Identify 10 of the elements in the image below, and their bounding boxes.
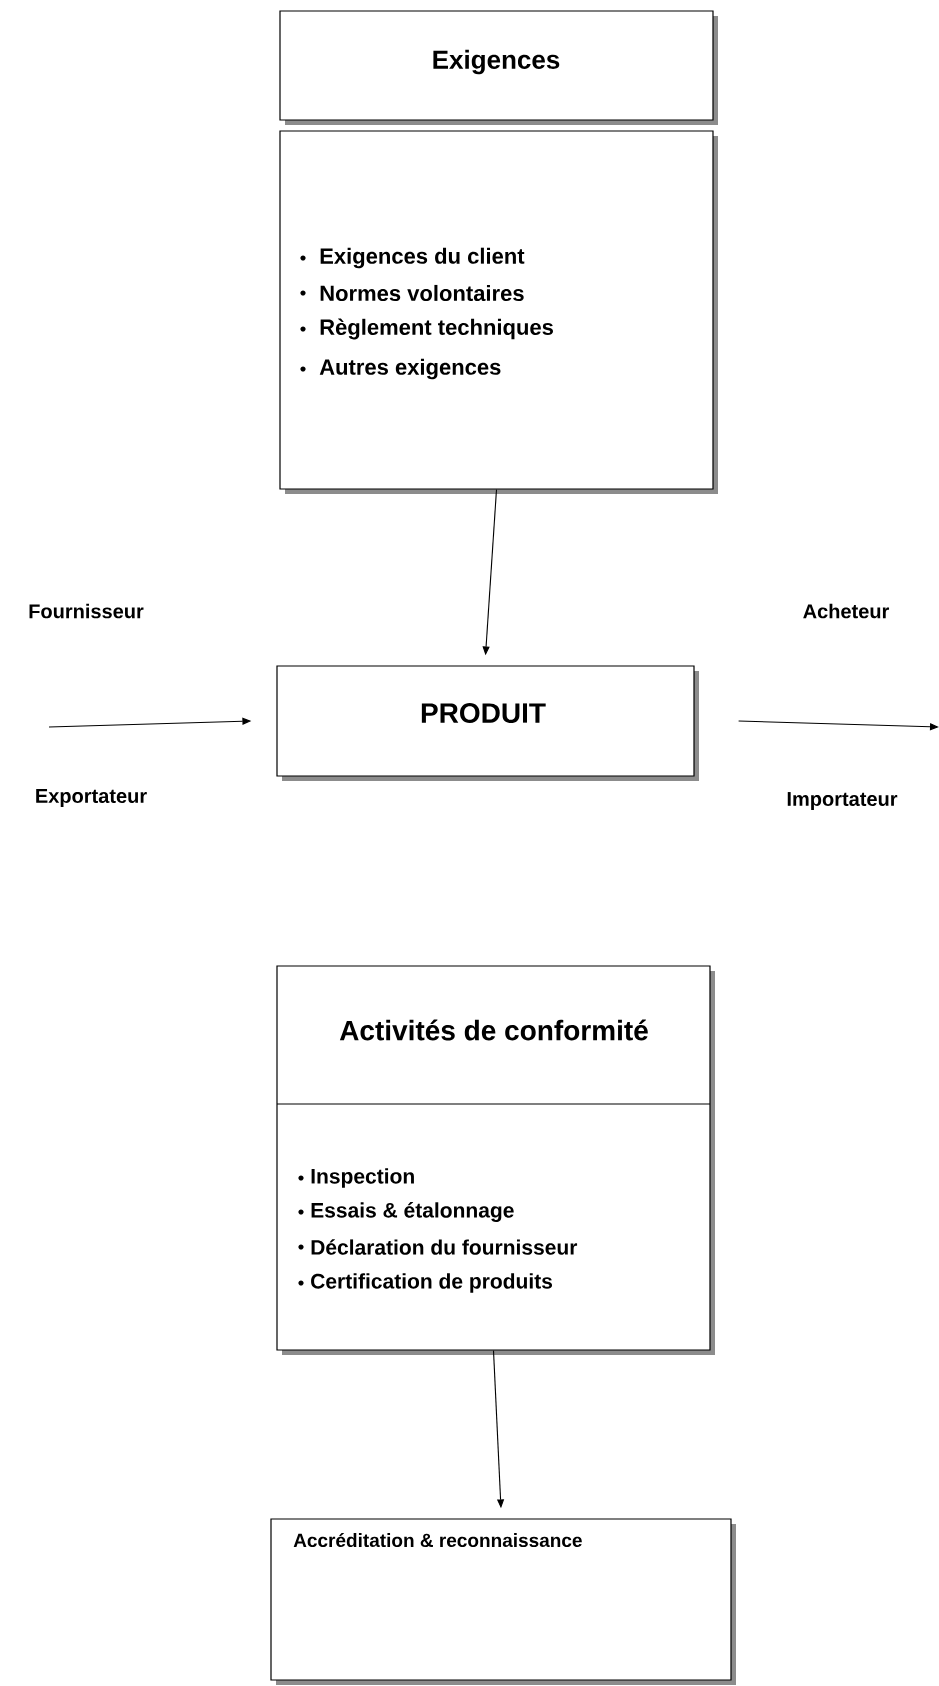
role-label: Fournisseur — [29, 603, 144, 619]
role-label: Exportateur — [36, 789, 147, 807]
box: Exigences du client Normes volontaires Règlement techniques Autres exigences — [279, 130, 718, 494]
product-box: PRODUIT — [276, 665, 699, 781]
role-label: Acheteur — [803, 603, 890, 619]
box: Exigences — [279, 10, 718, 125]
box: Accréditation & reconnaissance — [270, 1518, 736, 1685]
arrow — [738, 720, 939, 731]
role-label: Importateur — [787, 792, 898, 810]
box: Activités de conformité Inspection Essais & étalonnage Déclaration du fournisseur Certification de produits — [276, 965, 715, 1355]
